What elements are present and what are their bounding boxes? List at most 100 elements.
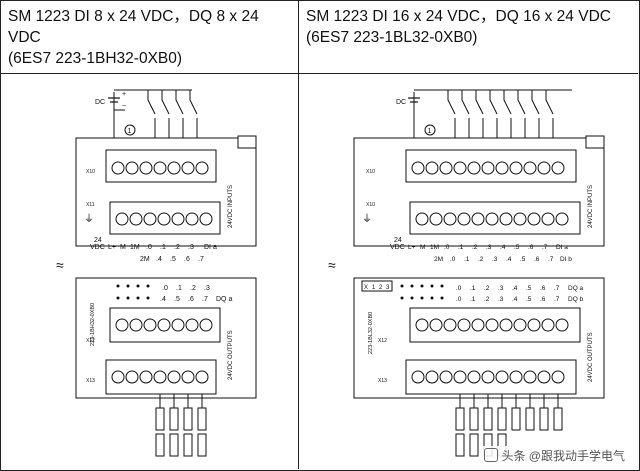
svg-text:.1: .1 <box>458 244 464 251</box>
svg-text:X13: X13 <box>378 378 387 384</box>
svg-text:DQ a: DQ a <box>216 296 232 303</box>
svg-text:1: 1 <box>428 128 432 135</box>
left-diagram-svg: DC +− 1 X10 X11 ⏚ 24VDC INPUTS 24 VDC L+… <box>56 89 257 457</box>
svg-text:.5: .5 <box>170 256 176 263</box>
svg-text:.5: .5 <box>520 256 526 263</box>
svg-text:.4: .4 <box>512 296 518 303</box>
svg-text:3: 3 <box>386 285 390 291</box>
svg-text:DQ b: DQ b <box>568 296 584 303</box>
svg-text:.1: .1 <box>160 244 166 251</box>
header-divider <box>0 73 638 74</box>
svg-text:L+: L+ <box>408 244 416 251</box>
svg-text:.0: .0 <box>456 285 462 292</box>
output-label: 24VDC OUTPUTS <box>228 330 234 380</box>
svg-text:⏚: ⏚ <box>362 213 372 225</box>
svg-text:.4: .4 <box>512 285 518 292</box>
svg-text:X: X <box>364 285 368 291</box>
svg-text:M: M <box>120 244 126 251</box>
svg-text:.1: .1 <box>176 285 182 292</box>
svg-text:.1: .1 <box>470 296 476 303</box>
svg-text:.2: .2 <box>478 256 484 263</box>
svg-text:.3: .3 <box>188 244 194 251</box>
left-order-number: (6ES7 223-1BH32-0XB0) <box>8 50 183 67</box>
svg-text:.0: .0 <box>444 244 450 251</box>
svg-text:.5: .5 <box>174 296 180 303</box>
svg-text:.6: .6 <box>540 285 546 292</box>
right-module-title: SM 1223 DI 16 x 24 VDC，DQ 16 x 24 VDC (6… <box>306 6 636 48</box>
watermark-logo-icon <box>484 448 499 462</box>
svg-text:DQ a: DQ a <box>568 285 584 292</box>
svg-text:.4: .4 <box>506 256 512 263</box>
svg-text:DI b: DI b <box>560 256 572 263</box>
input-label: 24VDC INPUTS <box>228 185 234 228</box>
svg-text:.2: .2 <box>484 296 490 303</box>
svg-text:.7: .7 <box>198 256 204 263</box>
svg-text:223-1BL32-0XB0: 223-1BL32-0XB0 <box>368 312 374 354</box>
svg-text:.6: .6 <box>540 296 546 303</box>
svg-text:+: + <box>122 91 126 98</box>
ground-icon: ⏚ <box>84 213 94 225</box>
svg-text:2M: 2M <box>140 256 150 263</box>
svg-text:.6: .6 <box>534 256 540 263</box>
column-divider <box>298 0 299 469</box>
watermark-text: 头条 @跟我动手学电气 <box>501 449 625 463</box>
svg-text:.3: .3 <box>486 244 492 251</box>
svg-text:DI a: DI a <box>204 244 217 251</box>
svg-text:.2: .2 <box>190 285 196 292</box>
svg-text:.1: .1 <box>470 285 476 292</box>
left-module-title: SM 1223 DI 8 x 24 VDC，DQ 8 x 24 VDC (6ES… <box>8 6 294 69</box>
break-marker: ≈ <box>56 257 64 273</box>
svg-text:.0: .0 <box>450 256 456 263</box>
svg-text:.7: .7 <box>542 244 548 251</box>
svg-text:VDC: VDC <box>390 244 405 251</box>
svg-text:2: 2 <box>379 285 383 291</box>
conn-x13: X13 <box>86 378 95 384</box>
svg-text:.2: .2 <box>484 285 490 292</box>
svg-text:DC: DC <box>396 99 406 106</box>
left-title-line1: SM 1223 DI 8 x 24 VDC，DQ 8 x 24 <box>8 8 259 25</box>
svg-text:.7: .7 <box>554 285 560 292</box>
svg-text:24: 24 <box>394 237 402 244</box>
svg-text:.2: .2 <box>472 244 478 251</box>
svg-text:M: M <box>420 244 425 251</box>
svg-text:.7: .7 <box>548 256 554 263</box>
left-wiring-diagram: DC +− 1 X10 X11 ⏚ 24VDC INPUTS 24 VDC L+… <box>52 78 298 466</box>
svg-text:.3: .3 <box>498 285 504 292</box>
right-diagram-svg: DC 1 X10 X10 ⏚ 24VDC INPUTS 24 VDC L+ M … <box>328 89 605 457</box>
svg-text:.7: .7 <box>554 296 560 303</box>
svg-text:.4: .4 <box>160 296 166 303</box>
svg-text:.4: .4 <box>500 244 506 251</box>
svg-text:.3: .3 <box>492 256 498 263</box>
svg-text:.1: .1 <box>464 256 470 263</box>
svg-text:.6: .6 <box>188 296 194 303</box>
side-label: 223-1BH32-0XB0 <box>90 303 96 346</box>
dc-label: DC <box>95 99 105 106</box>
svg-text:24VDC OUTPUTS: 24VDC OUTPUTS <box>588 332 594 382</box>
svg-text:DI a: DI a <box>556 244 568 251</box>
svg-text:.6: .6 <box>184 256 190 263</box>
svg-text:.6: .6 <box>528 244 534 251</box>
svg-text:1: 1 <box>128 128 132 135</box>
svg-text:X10: X10 <box>366 202 375 208</box>
right-wiring-diagram: DC 1 X10 X10 ⏚ 24VDC INPUTS 24 VDC L+ M … <box>322 78 622 466</box>
svg-text:.2: .2 <box>174 244 180 251</box>
svg-text:X12: X12 <box>378 338 387 344</box>
watermark: 头条 @跟我动手学电气 <box>481 446 628 465</box>
svg-text:.5: .5 <box>526 285 532 292</box>
svg-text:−: − <box>122 103 126 110</box>
svg-text:1M: 1M <box>130 244 140 251</box>
right-title-line1: SM 1223 DI 16 x 24 VDC，DQ 16 x 24 VDC <box>306 8 611 25</box>
svg-text:X10: X10 <box>366 169 375 175</box>
svg-text:1: 1 <box>372 285 376 291</box>
svg-text:1M: 1M <box>430 244 439 251</box>
supply-24: 24 <box>94 237 102 244</box>
conn-x11: X11 <box>86 202 95 208</box>
conn-x12: X12 <box>86 338 95 344</box>
svg-text:2M: 2M <box>434 256 443 263</box>
svg-text:.5: .5 <box>514 244 520 251</box>
supply-vdc: VDC <box>90 244 105 251</box>
svg-text:.3: .3 <box>498 296 504 303</box>
svg-text:.0: .0 <box>456 296 462 303</box>
right-order-number: (6ES7 223-1BL32-0XB0) <box>306 29 478 46</box>
left-title-line2: VDC <box>8 29 41 46</box>
